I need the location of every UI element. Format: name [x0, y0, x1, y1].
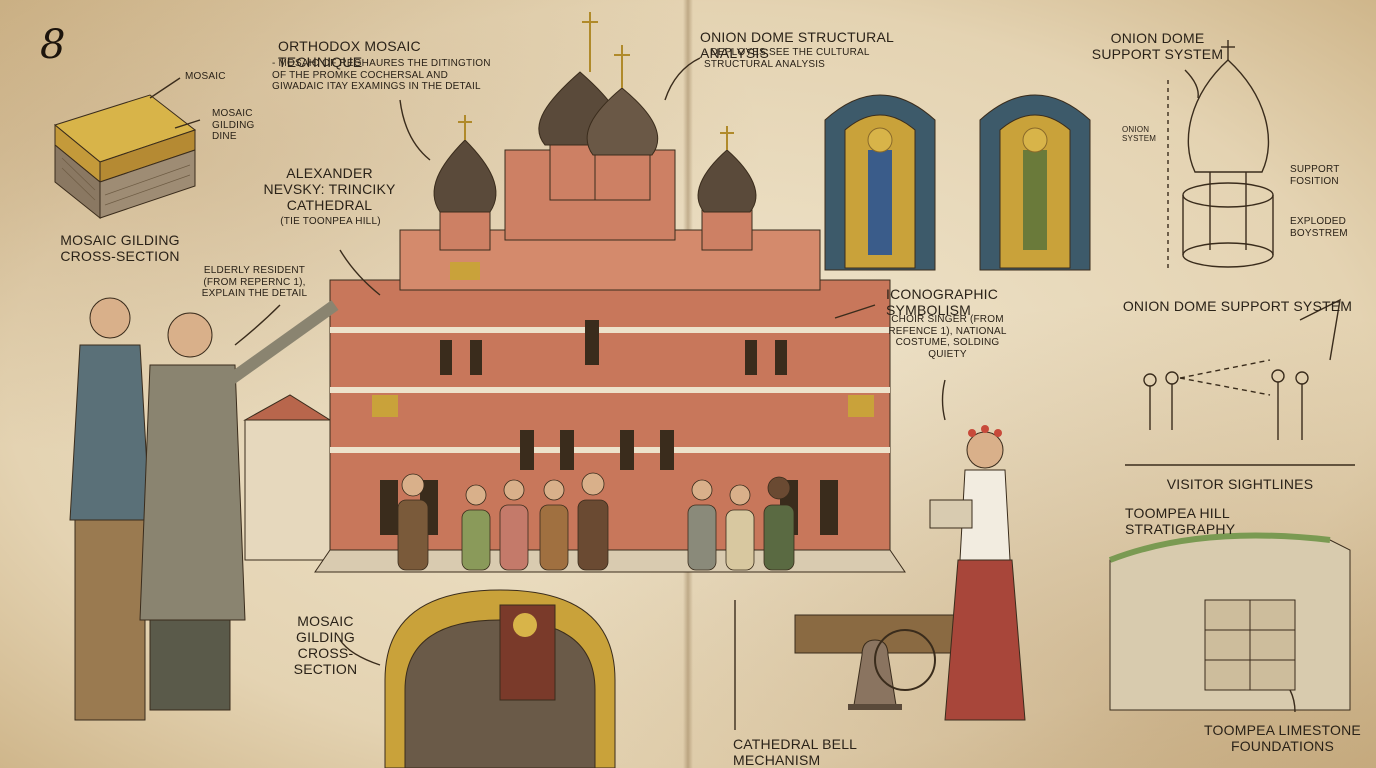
onion-system-label: ONION SYSTEM [1122, 125, 1157, 144]
bell-mechanism-label: CATHEDRAL BELL MECHANISM [733, 736, 857, 768]
iconography-panels [824, 94, 1091, 271]
annotation-arrows [234, 57, 1296, 713]
orthodox-mosaic-title: ORTHODOX MOSAIC TECHNIQUE [278, 38, 421, 71]
visitor-sightlines-label: VISITOR SIGHTLINES [1166, 476, 1314, 492]
support-fosition-label: SUPPORT FOSITION [1290, 164, 1340, 187]
stratigraphy-diagram [1108, 532, 1351, 711]
orthodox-mosaic-note: - MOSAIC OF REGHAURES THE DITINGTION OF … [272, 58, 491, 92]
mosaic-cross-section-caption: MOSAIC GILDING CROSS-SECTION [60, 232, 180, 265]
mosaic-cross-section-caption-2: MOSAIC GILDING CROSS-SECTION [293, 613, 358, 678]
onion-structural-title: ONION DOME STRUCTURAL ANALYSIS [700, 29, 894, 62]
elderly-resident-label: ELDERLY RESIDENT (FROM REPERNC 1), EXPLA… [201, 265, 308, 299]
iconographic-symbolism-label: ICONOGRAPHIC SYMBOLISM [886, 286, 999, 319]
choir-singer-figure [929, 425, 1026, 721]
page-number: 8 [40, 22, 66, 68]
limestone-foundations-label: TOOMPEA LIMESTONE FOUNDATIONS [1204, 722, 1361, 755]
choir-singer-label: CHOIR SINGER (FROM REFENCE 1), NATIONAL … [888, 314, 1007, 360]
toompea-stratigraphy-label: TOOMPEA HILL STRATIGRAPHY [1125, 505, 1236, 538]
mosaic-gilding-dine-label: MOSAIC GILDING DINE [212, 108, 255, 142]
dome-support-diagram [1167, 40, 1274, 270]
cathedral-name-label: ALEXANDER NEVSKY: TRINCIKY CATHEDRAL [263, 165, 396, 214]
sightlines-diagram [1125, 298, 1355, 466]
onion-support-caption: ONION DOME SUPPORT SYSTEM [1122, 298, 1353, 314]
cathedral-location-label: (TIE TOONPEA HILL) [280, 216, 381, 227]
onion-support-title: ONION DOME SUPPORT SYSTEM [1091, 30, 1224, 63]
exploded-boystrem-label: EXPLODED BOYSTREM [1290, 216, 1348, 239]
guide-figures [69, 297, 339, 721]
bell-illustration [734, 600, 956, 730]
mosaic-arch-illustration [384, 589, 616, 768]
cathedral-illustration [243, 12, 906, 573]
mosaic-layers-illustration [53, 77, 201, 220]
mosaic-label: MOSAIC [185, 71, 226, 82]
onion-structural-note: - DEPLOYES SEE THE CULTURAL STRUCTURAL A… [704, 47, 870, 70]
